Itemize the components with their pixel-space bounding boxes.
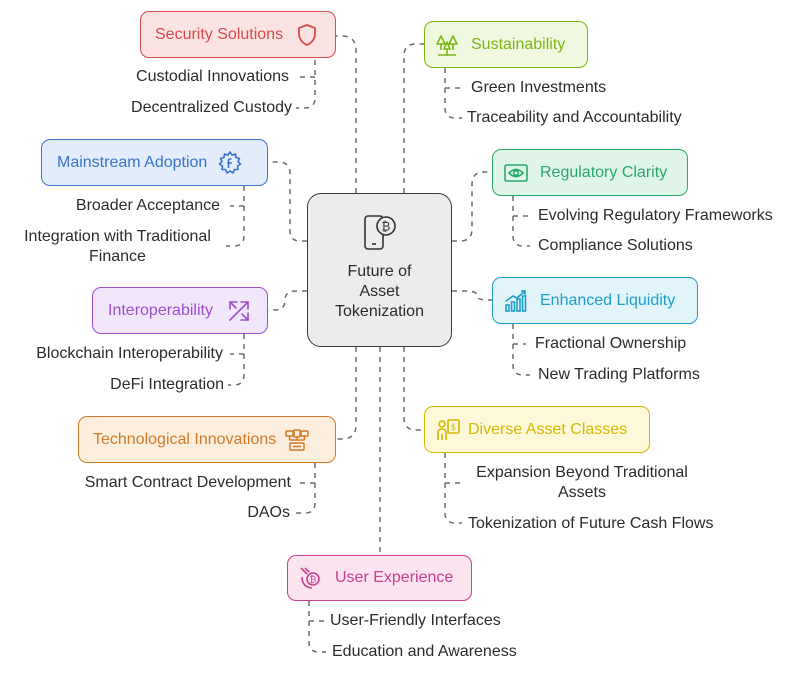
- leaf-broader-acceptance: Broader Acceptance: [75, 197, 220, 214]
- branch-label: Mainstream Adoption: [57, 153, 208, 171]
- branch-label: Diverse Asset Classes: [468, 420, 628, 438]
- branch-interoperability[interactable]: Interoperability: [92, 287, 268, 334]
- leaf-defi-integration: DeFi Integration: [110, 376, 224, 393]
- connector-security: [336, 35, 357, 193]
- leaf-blockchain-interoperability: Blockchain Interoperability: [36, 345, 223, 362]
- connector-diverse: [403, 347, 424, 431]
- leaf-new-trading-platforms: New Trading Platforms: [538, 366, 700, 383]
- branch-label: Interoperability: [108, 301, 213, 319]
- svg-text:₿: ₿: [310, 575, 317, 586]
- branch-sustainability[interactable]: Sustainability: [424, 21, 588, 68]
- leaf-user-friendly-interfaces: User-Friendly Interfaces: [330, 612, 501, 629]
- leaf-custodial-innovations: Custodial Innovations: [136, 68, 289, 85]
- leaf-decentralized-custody: Decentralized Custody: [131, 99, 292, 116]
- leaf-traceability-and-accountability: Traceability and Accountability: [467, 109, 682, 126]
- leaf-fractional-ownership: Fractional Ownership: [535, 335, 687, 352]
- branch-mainstream-adoption[interactable]: Mainstream Adoption: [41, 139, 268, 186]
- branch-label: Regulatory Clarity: [540, 163, 668, 181]
- center-title: Future of Asset Tokenization: [335, 263, 424, 320]
- leaf-integration-with-traditional-finance: Integration with Traditional Finance: [24, 228, 211, 265]
- trees-icon: [433, 31, 461, 59]
- branch-technological-innovations[interactable]: Technological Innovations: [78, 416, 336, 463]
- connector-sustainability: [403, 43, 424, 193]
- branch-regulatory-clarity[interactable]: Regulatory Clarity: [492, 149, 688, 196]
- connector-interoperability: [268, 290, 307, 311]
- branch-diverse-asset-classes[interactable]: $ Diverse Asset Classes: [424, 406, 650, 453]
- leaf-tokenization-of-future-cash-flows: Tokenization of Future Cash Flows: [468, 515, 714, 532]
- leaf-evolving-regulatory-frameworks: Evolving Regulatory Frameworks: [538, 207, 773, 224]
- svg-text:$: $: [451, 423, 457, 433]
- chart-growth-icon: [502, 287, 530, 315]
- gear-facebook-icon: [216, 149, 244, 177]
- svg-text:₿: ₿: [381, 220, 390, 234]
- branch-user-experience[interactable]: ₿ User Experience: [287, 555, 472, 601]
- branch-label: Sustainability: [471, 35, 566, 53]
- network-devices-icon: [283, 426, 311, 454]
- branch-label: User Experience: [335, 569, 454, 586]
- eye-banknote-icon: [502, 159, 530, 187]
- leaf-daos: DAOs: [247, 504, 290, 521]
- leaf-compliance-solutions: Compliance Solutions: [538, 237, 693, 254]
- leaf-green-investments: Green Investments: [471, 79, 607, 96]
- investor-icon: $: [434, 416, 462, 444]
- branch-label: Enhanced Liquidity: [540, 291, 676, 309]
- branch-label: Security Solutions: [155, 25, 284, 43]
- connector-liquidity: [452, 290, 492, 301]
- shield-icon: [293, 21, 321, 49]
- branch-enhanced-liquidity[interactable]: Enhanced Liquidity: [492, 277, 698, 324]
- leaf-education-and-awareness: Education and Awareness: [332, 643, 517, 660]
- center-node: ₿ Future of Asset Tokenization: [307, 193, 452, 347]
- leaf-expansion-beyond-traditional-assets: Expansion Beyond Traditional Assets: [476, 464, 688, 501]
- hand-bitcoin-icon: ₿: [297, 564, 325, 592]
- arrows-cross-icon: [225, 297, 253, 325]
- connector-mainstream: [268, 161, 307, 242]
- branch-security-solutions[interactable]: Security Solutions: [140, 11, 336, 58]
- bitcoin-phone-icon: ₿: [363, 215, 396, 250]
- connector-regulatory: [452, 171, 492, 242]
- connector-technological: [336, 347, 357, 440]
- leaf-smart-contract-development: Smart Contract Development: [84, 474, 291, 491]
- branch-label: Technological Innovations: [93, 430, 277, 448]
